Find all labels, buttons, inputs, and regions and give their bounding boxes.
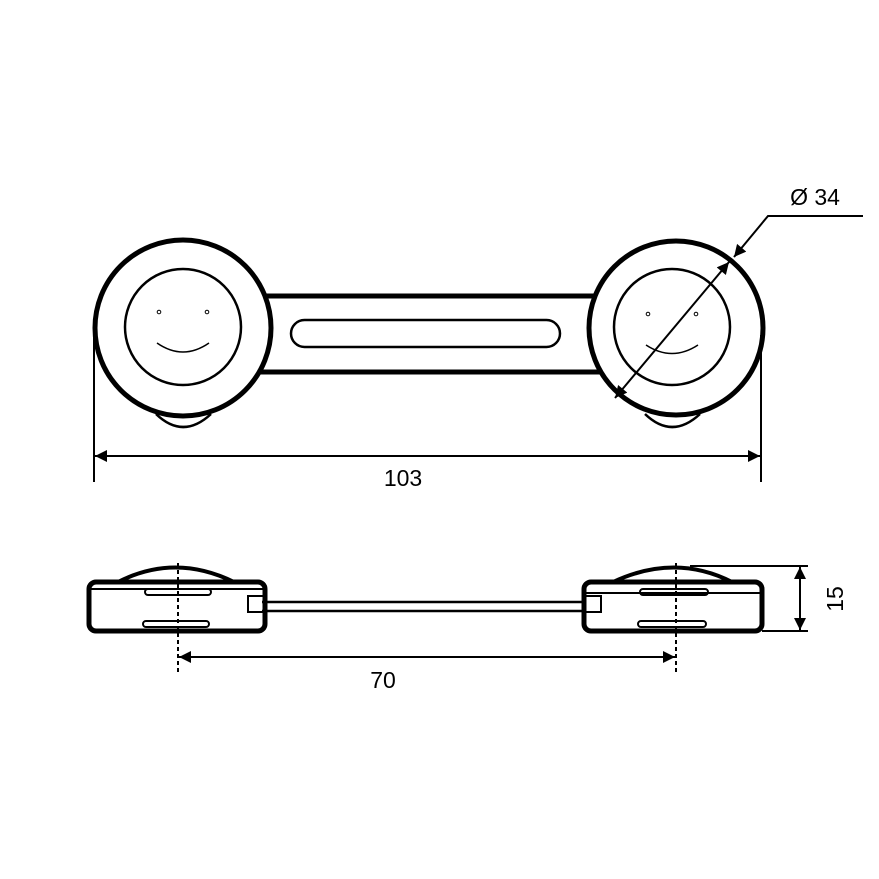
diameter-dimension-line [614,261,730,399]
left-cap-outer [92,237,274,419]
left-cap-inner [123,267,243,387]
right-rod-socket [584,595,602,613]
left-rod-socket [247,595,265,613]
connecting-bar [252,293,608,375]
diameter-label: Ø 34 [790,184,840,210]
height-label: 15 [822,586,848,612]
left-lower-slot [142,620,210,628]
right-foot [644,413,701,429]
center-distance-label: 70 [370,667,396,693]
left-eye-icon [156,309,162,315]
side-view [86,563,808,672]
right-lower-slot [637,620,707,628]
left-smile-icon [156,342,210,353]
right-dome [612,565,733,584]
left-dome [117,565,235,584]
right-upper-slot [639,588,709,596]
length-label: 103 [384,465,422,491]
top-view [92,215,863,482]
left-eye-icon [204,309,210,315]
bar-slot [289,318,562,349]
diameter-leader [733,215,863,258]
